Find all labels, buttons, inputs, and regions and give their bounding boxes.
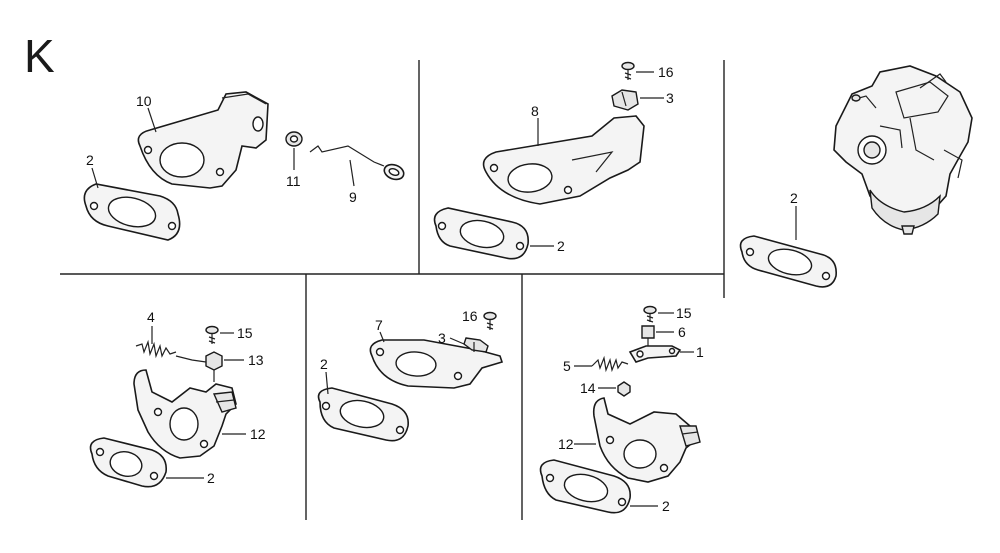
rod-part — [309, 145, 405, 181]
bracket-plate-part — [482, 115, 645, 205]
callout-label: 8 — [531, 103, 539, 119]
screw-part — [483, 311, 497, 330]
callout-label: 1 — [696, 344, 704, 360]
panel-bottom-middle: 7 16 3 2 — [317, 308, 504, 442]
callout-label: 4 — [147, 309, 155, 325]
insulator-plate-part — [137, 91, 269, 189]
lever-part — [628, 345, 682, 363]
callout-label: 9 — [349, 189, 357, 205]
gasket-part — [739, 235, 837, 288]
callout-label: 2 — [207, 470, 215, 486]
gasket-part — [89, 437, 168, 488]
callout-label: 12 — [558, 436, 574, 452]
callout-label: 2 — [320, 356, 328, 372]
gasket-part — [539, 459, 631, 514]
clip-part — [611, 89, 639, 111]
panel-top-left: 10 2 11 9 — [83, 91, 405, 241]
carburetor-assembly — [833, 65, 973, 235]
bracket-plate-part — [369, 339, 504, 389]
callout-label: 16 — [658, 64, 674, 80]
panel-dividers — [60, 60, 725, 520]
collar-part — [285, 131, 303, 147]
callout-label: 12 — [250, 426, 266, 442]
screw-part — [643, 305, 657, 323]
panel-bottom-right: 15 6 5 1 14 12 2 — [539, 305, 704, 514]
control-bracket-part — [592, 397, 701, 483]
callout-label: 15 — [676, 305, 692, 321]
callout-label: 6 — [678, 324, 686, 340]
pin-part — [641, 325, 655, 346]
callout-label: 2 — [557, 238, 565, 254]
section-letter: K — [24, 30, 55, 82]
callout-label: 2 — [86, 152, 94, 168]
callout-label: 3 — [666, 90, 674, 106]
panel-bottom-left: 4 15 13 12 2 — [89, 309, 266, 488]
callout-label: 2 — [662, 498, 670, 514]
callout-label: 13 — [248, 352, 264, 368]
screw-part — [621, 61, 635, 80]
nut-part — [175, 351, 223, 382]
callout-label: 15 — [237, 325, 253, 341]
callout-label: 14 — [580, 380, 596, 396]
gasket-part — [433, 207, 529, 260]
callout-label: 2 — [790, 190, 798, 206]
screw-part — [205, 325, 219, 344]
callout-label: 5 — [563, 358, 571, 374]
callout-label: 10 — [136, 93, 152, 109]
callout-label: 16 — [462, 308, 478, 324]
gasket-part — [83, 183, 181, 241]
gasket-part — [317, 387, 409, 442]
callout-label: 11 — [286, 173, 301, 189]
callout-label: 3 — [438, 330, 446, 346]
spring-part — [591, 355, 629, 373]
nut-part — [617, 381, 631, 397]
control-bracket-part — [133, 369, 237, 459]
spring-part — [135, 339, 177, 359]
panel-top-middle: 16 3 8 2 — [433, 61, 674, 260]
callout-label: 7 — [375, 317, 383, 333]
